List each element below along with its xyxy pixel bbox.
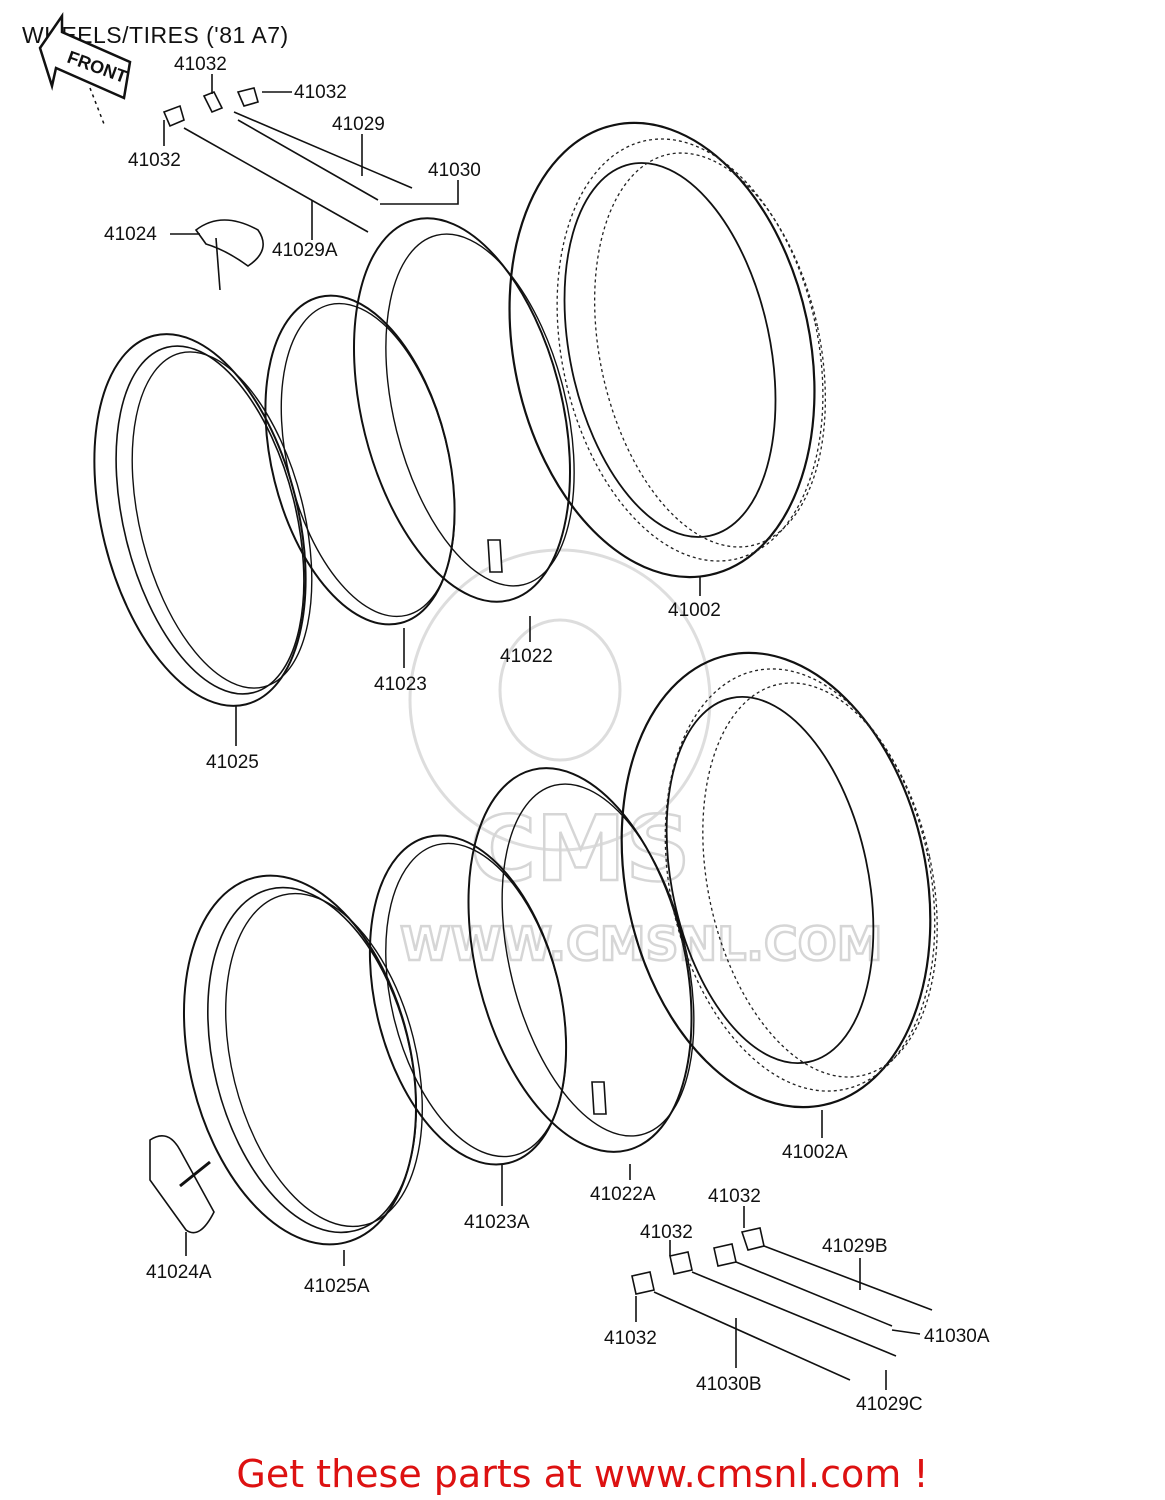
rim-band-41024a (149, 1134, 215, 1234)
label-41024: 41024 (104, 224, 157, 245)
spoke-41030b (653, 1291, 851, 1381)
tire-41002 (508, 121, 827, 579)
label-41025: 41025 (206, 752, 259, 773)
label-41030a: 41030A (924, 1326, 990, 1347)
spoke-nipple-41032-b (236, 87, 259, 107)
front-arrow: FRONT (38, 11, 132, 125)
watermark-brand: CMS (470, 797, 690, 902)
tube-41022 (353, 217, 575, 603)
label-41029a: 41029A (272, 240, 338, 261)
watermark-url: WWW.CMSNL.COM (400, 917, 883, 971)
label-41032-f: 41032 (604, 1328, 657, 1349)
label-41030b: 41030B (696, 1374, 762, 1395)
part-labels: 41032 41032 41032 41029 41030 41029A 410… (104, 54, 990, 1415)
spoke-41029a (183, 127, 369, 233)
rim-strip-41023a (368, 834, 568, 1166)
label-41032-e: 41032 (640, 1222, 693, 1243)
label-41022a: 41022A (590, 1184, 656, 1205)
spoke-41029b (763, 1245, 933, 1311)
spoke-nipple-41032-g (713, 1243, 737, 1267)
label-41022: 41022 (500, 646, 553, 667)
spoke-41029c (691, 1271, 897, 1357)
rim-41025a (182, 874, 423, 1246)
spoke-nipple-41032-d (740, 1227, 765, 1251)
spoke-nipple-41032-c (162, 104, 185, 128)
spoke-nipple-41032-f (631, 1271, 655, 1295)
watermark: CMS WWW.CMSNL.COM (399, 548, 884, 972)
label-41029: 41029 (332, 114, 385, 135)
label-41029c: 41029C (856, 1394, 923, 1415)
tube-41022a (467, 767, 695, 1153)
label-41032-a: 41032 (174, 54, 227, 75)
label-41023: 41023 (374, 674, 427, 695)
label-41025a: 41025A (304, 1276, 370, 1297)
label-41002: 41002 (668, 600, 721, 621)
rim-band-41024 (194, 219, 264, 291)
spoke-41030a (735, 1261, 893, 1327)
rim-strip-41023 (264, 294, 456, 626)
label-41030: 41030 (428, 160, 481, 181)
label-41002a: 41002A (782, 1142, 848, 1163)
label-41032-b: 41032 (294, 82, 347, 103)
spoke-nipple-41032-a (202, 90, 224, 114)
get-parts-link[interactable]: Get these parts at www.cmsnl.com ! (236, 1452, 929, 1496)
leader-lines (163, 74, 921, 1390)
label-41029b: 41029B (822, 1236, 888, 1257)
label-41032-d: 41032 (708, 1186, 761, 1207)
tire-41002a (620, 651, 938, 1109)
spoke-41030 (237, 119, 379, 201)
spoke-41029 (233, 111, 413, 189)
spoke-nipple-41032-e (669, 1251, 693, 1275)
rim-41025 (93, 333, 313, 707)
label-41032-c: 41032 (128, 150, 181, 171)
label-41024a: 41024A (146, 1262, 212, 1283)
label-41023a: 41023A (464, 1212, 530, 1233)
